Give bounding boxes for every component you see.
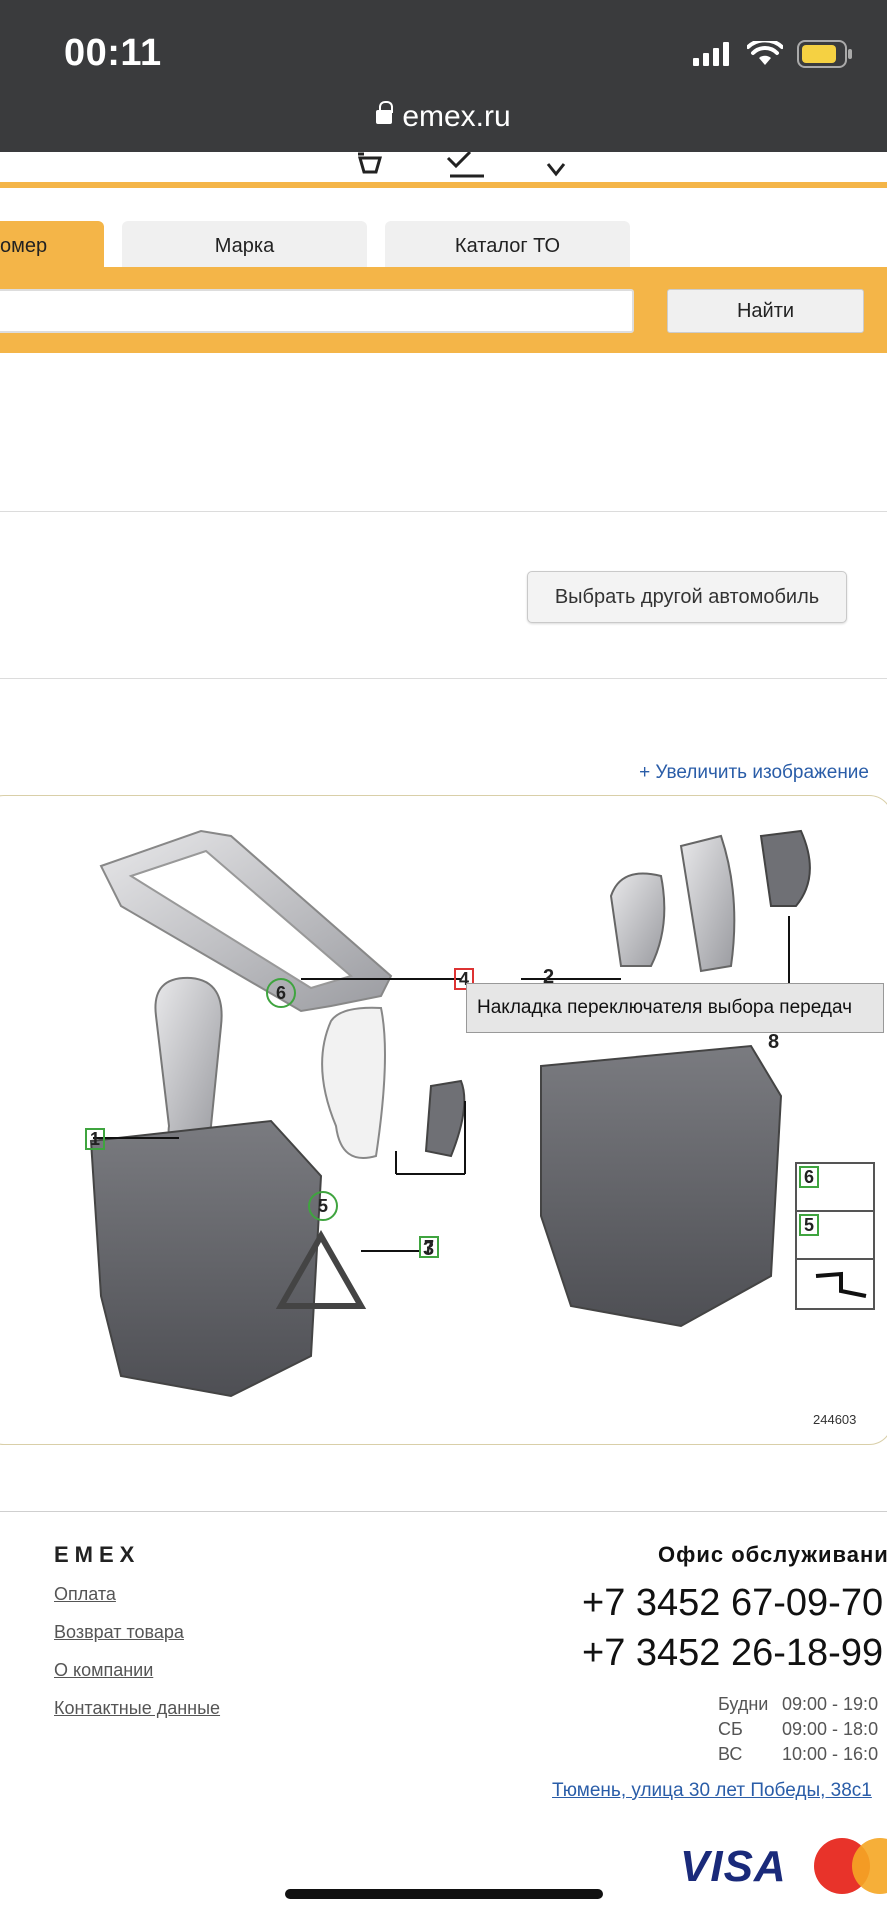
- parts-diagram-image: [89, 829, 875, 1398]
- part-tooltip: Накладка переключателя выбора передач: [466, 983, 884, 1033]
- divider: [0, 511, 887, 512]
- status-bar: 00:11 emex.ru: [0, 0, 887, 152]
- hours-time: 09:00 - 19:0: [782, 1694, 879, 1714]
- visa-logo: VISA: [680, 1842, 787, 1891]
- tab-brand[interactable]: Марка: [122, 221, 367, 268]
- hours-weekdays: Будни 09:00 - 19:0: [718, 1694, 878, 1715]
- callout-7[interactable]: 7: [419, 1236, 439, 1258]
- callout-6[interactable]: 6: [266, 978, 296, 1008]
- phone-1[interactable]: +7 3452 67-09-70: [582, 1582, 884, 1624]
- image-id: 244603: [813, 1412, 857, 1427]
- tab-maintenance-catalog[interactable]: Каталог ТО: [385, 221, 630, 268]
- lock-icon: [376, 101, 394, 124]
- hours-day: ВС: [718, 1744, 743, 1764]
- callout-8[interactable]: 8: [768, 1031, 780, 1053]
- office-address-link[interactable]: Тюмень, улица 30 лет Победы, 38с1: [552, 1780, 872, 1801]
- address-bar[interactable]: emex.ru: [0, 100, 887, 134]
- battery-icon: [797, 40, 852, 68]
- hours-time: 10:00 - 16:0: [782, 1744, 879, 1764]
- footer-link-about[interactable]: О компании: [54, 1660, 154, 1680]
- hours-day: Будни: [718, 1694, 769, 1714]
- url-text: emex.ru: [402, 100, 511, 133]
- divider: [0, 678, 887, 679]
- callout-3-text: 3: [423, 1238, 435, 1260]
- footer-link-contacts[interactable]: Контактные данные: [54, 1698, 221, 1718]
- clock: 00:11: [64, 32, 162, 74]
- hours-saturday: СБ 09:00 - 18:0: [718, 1719, 878, 1740]
- tab-number[interactable]: омер: [0, 221, 104, 268]
- search-band: Найти: [0, 267, 887, 353]
- hours-day: СБ: [718, 1719, 743, 1739]
- zoom-image-link[interactable]: + Увеличить изображение: [639, 762, 869, 783]
- hours-sunday: ВС 10:00 - 16:0: [718, 1744, 878, 1765]
- footer-link-returns[interactable]: Возврат товара: [54, 1622, 184, 1642]
- callout-2[interactable]: 2: [543, 966, 555, 988]
- header-divider: [0, 182, 887, 188]
- legend-callout-6[interactable]: 6: [799, 1166, 819, 1188]
- footer-divider: [0, 1511, 887, 1512]
- search-input[interactable]: [0, 289, 634, 333]
- wifi-icon: [747, 41, 783, 65]
- hours-time: 09:00 - 18:0: [782, 1719, 879, 1739]
- parts-diagram[interactable]: 1 6 4 2 8 5 7 3 3 6 5 244603: [0, 795, 887, 1445]
- callout-5[interactable]: 5: [308, 1191, 338, 1221]
- phone-2[interactable]: +7 3452 26-18-99: [582, 1632, 884, 1674]
- footer-brand-logo[interactable]: EMEX: [54, 1542, 141, 1567]
- office-title: Офис обслуживани: [658, 1542, 887, 1567]
- home-indicator[interactable]: [285, 1889, 603, 1899]
- footer-link-payment[interactable]: Оплата: [54, 1584, 116, 1604]
- legend-callout-5[interactable]: 5: [799, 1214, 819, 1236]
- choose-other-car-button[interactable]: Выбрать другой автомобиль: [527, 571, 847, 623]
- header-peek: [0, 152, 887, 182]
- callout-4[interactable]: 4: [454, 968, 474, 990]
- mastercard-logo: [814, 1838, 887, 1894]
- signal-icon: [693, 42, 729, 66]
- status-icons: [693, 40, 853, 68]
- callout-3-label[interactable]: 3: [423, 1238, 434, 1261]
- search-button[interactable]: Найти: [667, 289, 864, 333]
- callout-1[interactable]: 1: [85, 1128, 105, 1150]
